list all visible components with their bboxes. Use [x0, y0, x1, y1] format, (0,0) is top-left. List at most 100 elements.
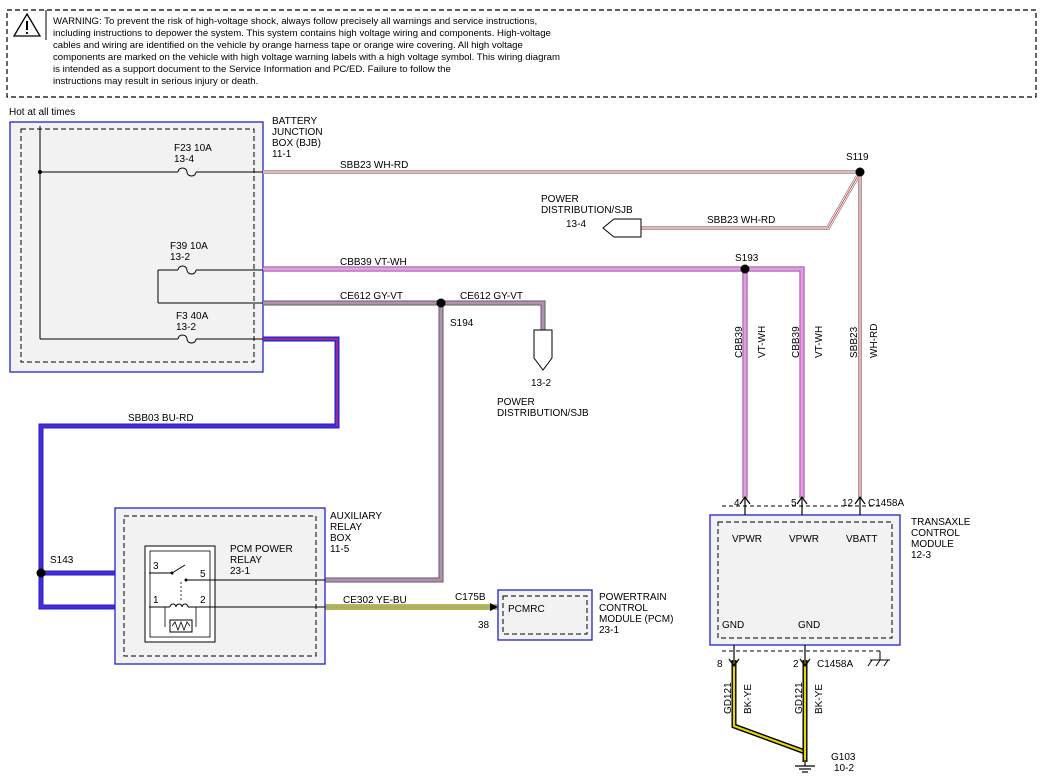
tcm-pin-top-5: 5 — [791, 498, 797, 509]
ground-ref: 10-2 — [834, 763, 854, 774]
psjb-mid-name-line: DISTRIBUTION/SJB — [497, 408, 589, 419]
ground-name: G103 — [831, 752, 856, 763]
vwire-sbb23-color: WH-RD — [869, 324, 880, 358]
pcm-power-relay — [144, 545, 325, 643]
tcm-pin-top-4: 4 — [734, 498, 740, 509]
power-distribution-connector-mid — [533, 329, 553, 371]
warning-triangle-icon — [12, 12, 42, 37]
pcm-name-line: CONTROL — [599, 603, 648, 614]
hot-label: Hot at all times — [9, 107, 75, 118]
arb-name-line: RELAY — [330, 522, 362, 533]
vwire-sbb23-circuit: SBB23 — [849, 326, 860, 358]
tcm-bottom-pin-arrows — [728, 645, 811, 668]
psjb-top-name-line: POWER — [541, 194, 579, 205]
splice-s119-dot — [855, 167, 865, 177]
wire-gd121 — [731, 660, 808, 762]
fuse-f23-name: F23 10A — [174, 143, 212, 154]
psjb-top-ref: 13-4 — [566, 219, 586, 230]
splice-s143-dot — [36, 568, 46, 578]
warning-line: WARNING: To prevent the risk of high-vol… — [53, 16, 538, 27]
pcm-name-line: 23-1 — [599, 625, 619, 636]
wire-ce612 — [263, 300, 546, 583]
warning-line: is intended as a support document to the… — [53, 64, 451, 75]
psjb-mid-name-line: POWER — [497, 397, 535, 408]
fuse-f3-name: F3 40A — [176, 311, 209, 322]
warning-line: cables and wiring are identified on the … — [53, 40, 523, 51]
fuse-f3: F3 40A 13-2 — [176, 311, 263, 344]
psjb-mid-ref: 13-2 — [531, 378, 551, 389]
bjb-name-line: BATTERY — [272, 116, 318, 127]
wire-sbb23-label: SBB23 WH-RD — [340, 160, 408, 171]
tcm-name-line: 12-3 — [911, 550, 931, 561]
splice-s143-label: S143 — [50, 555, 74, 566]
arb-name-line: 11-5 — [330, 544, 350, 555]
relay-pin-1: 1 — [153, 595, 159, 606]
bjb-name-line: JUNCTION — [272, 127, 323, 138]
bjb-name-line: BOX (BJB) — [272, 138, 321, 149]
tcm-top-pin-arrows — [739, 495, 866, 515]
wire-cbb39 — [263, 266, 805, 498]
relay-pin-3: 3 — [153, 561, 159, 572]
fuse-f39-ref: 13-2 — [170, 252, 190, 263]
arb-name-line: AUXILIARY — [330, 511, 382, 522]
wire-sbb03-label: SBB03 BU-RD — [128, 413, 194, 424]
wire-sbb23-branch-label: SBB23 WH-RD — [707, 215, 775, 226]
splice-s119-label: S119 — [846, 152, 869, 163]
warning-line: instructions may result in serious injur… — [53, 76, 259, 87]
tcm-pin-bottom-2: 2 — [793, 659, 799, 670]
pcm-pin: 38 — [478, 620, 490, 631]
warning-text: WARNING: To prevent the risk of high-vol… — [53, 16, 613, 88]
tcm-box — [709, 514, 901, 646]
relay-name-line: 23-1 — [230, 566, 250, 577]
arb-name-line: BOX — [330, 533, 351, 544]
tcm-name-line: CONTROL — [911, 528, 960, 539]
pcm-connector: C175B — [455, 592, 486, 603]
tcm-connector-top: C1458A — [868, 498, 904, 509]
bjb-name-line: 11-1 — [272, 149, 292, 160]
vwire-cbb39-1-circuit: CBB39 — [734, 326, 745, 358]
tcm-label-gnd-1: GND — [722, 620, 744, 631]
chassis-ground-icon — [867, 651, 890, 667]
tcm-pin-top-12: 12 — [842, 498, 854, 509]
pcm-pin-arrow — [490, 603, 498, 611]
pcm-name-line: MODULE (PCM) — [599, 614, 673, 625]
vwire-gd121-1-color: BK-YE — [743, 684, 754, 714]
wire-sbb03 — [38, 336, 340, 610]
vwire-gd121-2-color: BK-YE — [814, 684, 825, 714]
wire-ce612-label-b: CE612 GY-VT — [460, 291, 523, 302]
tcm-name-line: MODULE — [911, 539, 954, 550]
pcm-inner-label: PCMRC — [508, 604, 545, 615]
pcm-name-line: POWERTRAIN — [599, 592, 667, 603]
fuse-f23: F23 10A 13-4 — [174, 143, 263, 177]
wire-ce302-label: CE302 YE-BU — [343, 595, 407, 606]
relay-name-line: PCM POWER — [230, 544, 293, 555]
tcm-pin-bottom-8: 8 — [717, 659, 723, 670]
vwire-gd121-2-circuit: GD121 — [794, 682, 805, 714]
tcm-name-line: TRANSAXLE — [911, 517, 971, 528]
vwire-cbb39-2-circuit: CBB39 — [791, 326, 802, 358]
bus-junction-dot — [38, 170, 42, 174]
splice-s194-label: S194 — [450, 318, 474, 329]
pcm-box — [497, 589, 593, 641]
tcm-label-vpwr-2: VPWR — [789, 534, 819, 545]
warning-line: components are marked on the vehicle wit… — [53, 52, 560, 63]
splice-s193-label: S193 — [735, 253, 759, 264]
warning-box — [6, 9, 1037, 98]
tcm-label-vbatt: VBATT — [846, 534, 877, 545]
relay-pin-5: 5 — [200, 569, 206, 580]
relay-name-line: RELAY — [230, 555, 262, 566]
vwire-gd121-1-circuit: GD121 — [723, 682, 734, 714]
bjb-box — [9, 121, 264, 373]
fuse-f23-ref: 13-4 — [174, 154, 194, 165]
warning-line: including instructions to depower the sy… — [53, 28, 551, 39]
splice-s193-dot — [740, 264, 750, 274]
wire-ce612-label-a: CE612 GY-VT — [340, 291, 403, 302]
wire-cbb39-label: CBB39 VT-WH — [340, 257, 407, 268]
vwire-cbb39-2-color: VT-WH — [814, 326, 825, 358]
fuse-f3-ref: 13-2 — [176, 322, 196, 333]
psjb-top-name-line: DISTRIBUTION/SJB — [541, 205, 633, 216]
relay-pin-2: 2 — [200, 595, 206, 606]
fuse-f39: F39 10A 13-2 — [170, 241, 263, 275]
vwire-cbb39-1-color: VT-WH — [757, 326, 768, 358]
